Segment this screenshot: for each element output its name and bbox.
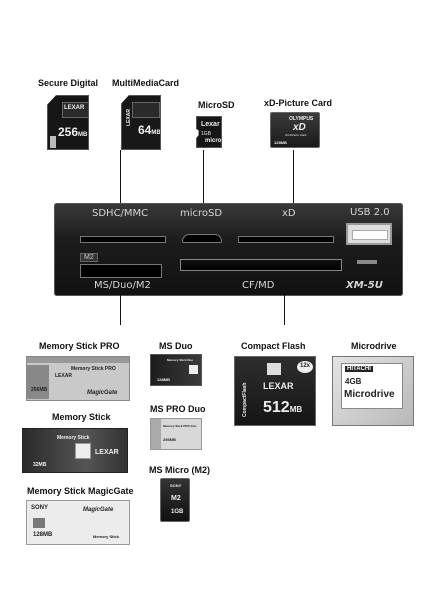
label-compact-flash: Compact Flash — [241, 341, 306, 351]
compact-flash-card: CompactFlash 12x LEXAR 512MB — [234, 356, 316, 426]
ms-pro-duo-capacity: 256MB — [163, 437, 176, 442]
memory-stick-pro-card: Memory Stick PRO LEXAR 256MB MagicGate — [26, 356, 130, 401]
sd-brand: LEXAR — [64, 105, 84, 111]
card-reader-panel: SDHC/MMC microSD xD USB 2.0 M2 MS/Duo/M2… — [54, 203, 403, 296]
microsd-card: Lexar 1GB micro — [196, 116, 222, 148]
ms-pro-duo-card: Memory Stick PRO Duo 256MB — [150, 418, 202, 450]
slot-ms-duo-m2[interactable] — [80, 264, 162, 278]
slot-xd[interactable] — [238, 236, 334, 243]
microsd-capacity: 1GB — [201, 131, 211, 137]
reader-model: XM-5U — [346, 280, 383, 291]
reader-label-microsd: microSD — [180, 208, 222, 219]
label-ms-pro-duo: MS PRO Duo — [150, 404, 206, 414]
xd-logo: xD — [293, 122, 306, 133]
reader-label-usb: USB 2.0 — [350, 207, 390, 218]
ms-pro-capacity: 256MB — [31, 387, 47, 393]
microdrive-capacity: 4GB — [345, 377, 361, 386]
memory-stick-card: Memory Stick LEXAR 32MB — [22, 428, 128, 473]
ms-micro-logo: M2 — [171, 495, 181, 502]
ms-pro-footer: MagicGate — [87, 390, 117, 396]
reader-label-cf-md: CF/MD — [242, 280, 274, 291]
slot-sdhc-mmc[interactable] — [80, 236, 166, 243]
ms-title: Memory Stick — [57, 435, 90, 441]
label-microsd: MicroSD — [198, 100, 235, 110]
label-microdrive: Microdrive — [351, 341, 397, 351]
ms-pro-brand: LEXAR — [55, 373, 72, 379]
mmc-capacity: 64MB — [138, 123, 161, 137]
m2-tag: M2 — [80, 253, 98, 262]
label-multimediacard: MultiMediaCard — [112, 78, 179, 88]
msmg-footer: Memory Stick — [93, 534, 119, 539]
xd-picture-card: OLYMPUS xD xD-Picture Card 128MB — [270, 112, 320, 148]
secure-digital-card: LEXAR 256MB — [47, 95, 89, 150]
microdrive-card: HITACHI 4GB Microdrive — [332, 356, 414, 426]
ms-micro-capacity: 1GB — [171, 509, 183, 515]
label-secure-digital: Secure Digital — [38, 78, 98, 88]
microdrive-brand: HITACHI — [345, 366, 373, 372]
ms-micro-card: SONY M2 1GB — [160, 478, 190, 522]
xd-subtitle: xD-Picture Card — [285, 133, 306, 137]
sd-capacity: 256MB — [58, 125, 87, 139]
multimediacard: LEXAR 64MB — [121, 95, 161, 150]
ms-brand: LEXAR — [95, 449, 119, 456]
label-xd-picture-card: xD-Picture Card — [264, 98, 332, 108]
connector-line-cf — [284, 283, 285, 325]
label-memory-stick: Memory Stick — [52, 412, 111, 422]
mmc-brand: LEXAR — [126, 109, 132, 126]
memory-stick-magicgate-card: SONY MagicGate 128MB Memory Stick — [26, 500, 130, 545]
cf-brand: LEXAR — [263, 381, 294, 391]
ms-capacity: 32MB — [33, 462, 46, 468]
microsd-logo: micro — [205, 138, 221, 144]
usb-port[interactable] — [346, 223, 392, 245]
msmg-capacity: 128MB — [33, 532, 52, 538]
reader-label-xd: xD — [282, 208, 296, 219]
label-memory-stick-magicgate: Memory Stick MagicGate — [27, 486, 134, 496]
ms-duo-title: Memory Stick Duo — [167, 358, 193, 362]
connector-line-ms — [120, 283, 121, 325]
label-memory-stick-pro: Memory Stick PRO — [39, 341, 120, 351]
label-ms-duo: MS Duo — [159, 341, 193, 351]
ms-duo-capacity: 128MB — [157, 377, 170, 382]
ms-pro-duo-title: Memory Stick PRO Duo — [163, 424, 197, 428]
reader-label-ms-duo: MS/Duo/M2 — [94, 280, 151, 291]
msmg-title: MagicGate — [83, 507, 113, 513]
microdrive-title: Microdrive — [344, 389, 395, 400]
ms-micro-brand: SONY — [170, 483, 181, 488]
microsd-brand: Lexar — [201, 121, 220, 128]
xd-capacity: 128MB — [274, 140, 287, 145]
status-led — [357, 260, 377, 264]
cf-speed-badge: 12x — [297, 361, 313, 373]
ms-duo-card: Memory Stick Duo 128MB — [150, 354, 202, 386]
label-ms-micro: MS Micro (M2) — [149, 465, 210, 475]
slot-microsd[interactable] — [182, 234, 222, 243]
slot-cf-md[interactable] — [180, 259, 342, 271]
cf-side-label: CompactFlash — [242, 383, 248, 417]
cf-capacity: 512MB — [263, 399, 302, 417]
msmg-brand: SONY — [31, 505, 48, 511]
reader-label-sdhc-mmc: SDHC/MMC — [92, 208, 148, 219]
ms-pro-title: Memory Stick PRO — [71, 366, 116, 372]
